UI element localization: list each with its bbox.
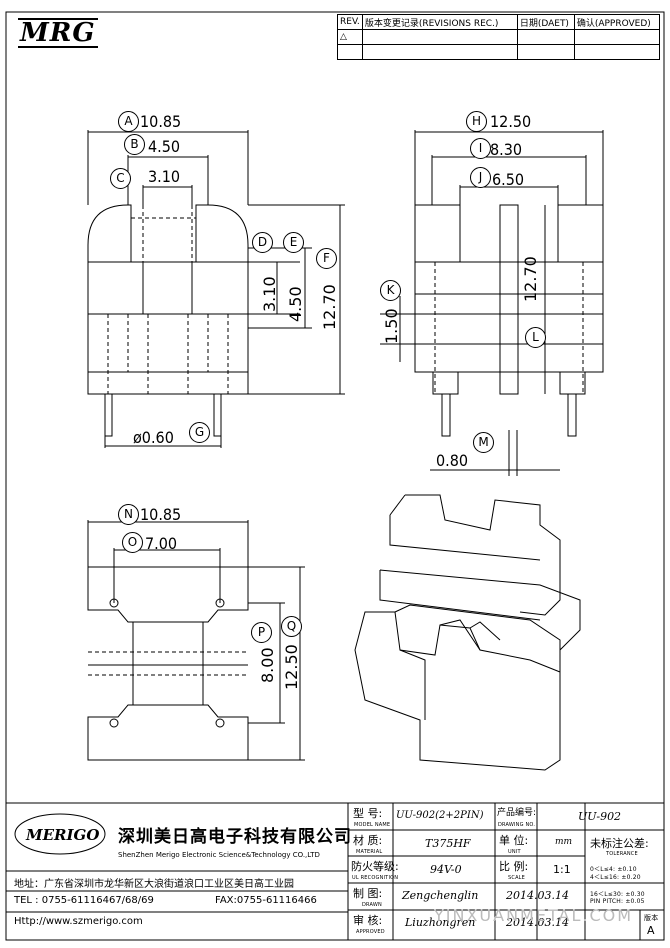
front-view	[87, 130, 345, 448]
company-name-cn: 深圳美日高电子科技有限公司	[118, 827, 352, 847]
scale-label-en: SCALE	[508, 875, 526, 881]
tolerance-line-2: 4＜L≤16: ±0.20	[590, 874, 641, 881]
scale-label: 比 例:	[499, 860, 529, 873]
fax: FAX:0755-61116466	[215, 895, 317, 906]
address: 地址：广东省深圳市龙华新区大浪街道浪口工业区美日高工业园	[14, 879, 294, 890]
dim-k-value: 1.50	[382, 308, 401, 344]
balloon-c: C	[110, 168, 131, 189]
drawn-date: 2014.03.14	[506, 889, 569, 902]
balloon-h: H	[466, 111, 487, 132]
dim-f-value: 12.70	[320, 284, 339, 330]
drawing-no-label: 产品编号:	[497, 808, 537, 818]
balloon-f: F	[316, 248, 337, 269]
model-label-en: MODEL NAME	[354, 822, 391, 828]
balloon-j: J	[470, 167, 491, 188]
tolerance-line-4: PIN PITCH: ±0.05	[590, 898, 645, 905]
tel: TEL : 0755-61116467/68/69	[14, 895, 154, 906]
unit-label-en: UNIT	[508, 849, 521, 855]
dim-p-value: 8.00	[258, 647, 277, 683]
drawn-label-en: DRAWN	[362, 902, 382, 908]
dim-a-value: 10.85	[140, 112, 182, 131]
balloon-q: Q	[281, 616, 302, 637]
balloon-a: A	[118, 111, 139, 132]
dim-i-value: 8.30	[490, 140, 523, 159]
dim-o-value: 7.00	[145, 534, 178, 553]
balloon-l: L	[525, 327, 546, 348]
approved-date: 2014.03.14	[506, 916, 569, 929]
dim-h-value: 12.50	[490, 112, 532, 131]
drawing-no-value: UU-902	[578, 810, 622, 823]
dim-c-value: 3.10	[148, 167, 181, 186]
dim-j-value: 6.50	[492, 170, 525, 189]
version-value: A	[647, 924, 655, 937]
material-label: 材 质:	[353, 834, 383, 847]
unit-label: 单 位:	[499, 834, 529, 847]
balloon-i: I	[470, 138, 491, 159]
dim-g-value: ø0.60	[133, 428, 174, 447]
drawing-frame	[5, 11, 665, 941]
revision-table: REV. 版本变更记录(REVISIONS REC.) 日期(DAET) 确认(…	[337, 14, 661, 60]
dim-l-value: 12.70	[521, 256, 540, 302]
balloon-b: B	[124, 134, 145, 155]
dim-e-value: 4.50	[286, 286, 305, 322]
material-label-en: MATERIAL	[356, 849, 383, 855]
dim-q-value: 12.50	[282, 644, 301, 690]
balloon-n: N	[118, 504, 139, 525]
tolerance-label-en: TOLERANCE	[606, 851, 638, 857]
balloon-m: M	[473, 432, 494, 453]
isometric-view	[354, 494, 581, 771]
balloon-e: E	[283, 232, 304, 253]
version-label: 版本	[644, 914, 659, 922]
approved-label-en: APPROVED	[356, 929, 385, 935]
ul-label-en: UL RECOGNITION	[352, 875, 399, 881]
dim-d-value: 3.10	[260, 276, 279, 312]
ul-label: 防火等级:	[351, 860, 399, 873]
tolerance-line-1: 0＜L≤4: ±0.10	[590, 866, 637, 873]
balloon-k: K	[380, 280, 401, 301]
title-block-lines	[6, 802, 664, 940]
drawn-by: Zengchenglin	[402, 889, 479, 902]
drawing-no-label-en: DRAWING NO.	[498, 822, 536, 828]
balloon-o: O	[122, 532, 143, 553]
ul-value: 94V-0	[430, 863, 462, 876]
balloon-g: G	[189, 422, 210, 443]
model-label: 型 号:	[353, 807, 383, 820]
model-value: UU-902(2+2PIN)	[396, 810, 484, 821]
merigo-logo: MERIGO	[26, 826, 100, 844]
balloon-p: P	[251, 622, 272, 643]
approved-label: 审 核:	[353, 914, 383, 927]
material-value: T375HF	[425, 837, 471, 850]
unit-value: mm	[555, 837, 573, 847]
watermark: YINXUANMETAL.COM	[434, 906, 634, 925]
balloon-d: D	[252, 232, 273, 253]
side-view	[380, 130, 604, 476]
tolerance-line-3: 16＜L≤30: ±0.30	[590, 891, 645, 898]
dim-n-value: 10.85	[140, 505, 182, 524]
company-name-en: ShenZhen Merigo Electronic Science&Techn…	[118, 851, 320, 859]
dim-m-value: 0.80	[436, 451, 469, 470]
dim-b-value: 4.50	[148, 137, 181, 156]
approved-by: Liuzhongren	[405, 916, 476, 929]
top-view	[87, 520, 305, 761]
logo-mrg: MRG	[18, 18, 98, 48]
website: Http://www.szmerigo.com	[14, 916, 143, 927]
drawn-label: 制 图:	[353, 887, 383, 900]
scale-value: 1:1	[553, 863, 571, 876]
tolerance-label: 未标注公差:	[590, 837, 649, 850]
